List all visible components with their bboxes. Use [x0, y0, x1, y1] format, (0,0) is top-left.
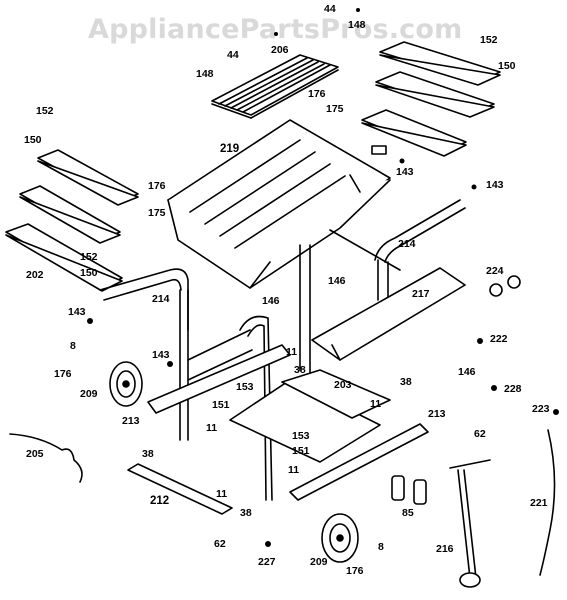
callout-8-left: 8 — [70, 340, 76, 352]
bottom-tray-203 — [229, 369, 391, 463]
firebox-219 — [167, 119, 391, 289]
wheel-209-right — [321, 513, 359, 563]
cart-frame-left — [99, 268, 273, 501]
hardware-bits — [87, 8, 559, 547]
callout-151-upper: 151 — [212, 399, 230, 411]
watermark: AppliancePartsPros.com — [88, 14, 463, 45]
callout-11-lower: 11 — [288, 464, 300, 476]
callout-209-right: 209 — [310, 556, 328, 568]
callout-153-upper: 153 — [236, 381, 254, 393]
callout-223: 223 — [532, 403, 550, 415]
callout-217: 217 — [412, 288, 430, 300]
callout-38-mid: 38 — [294, 364, 306, 376]
callout-62-base: 62 — [214, 538, 226, 550]
callout-213-right: 213 — [428, 408, 446, 420]
callout-153-lower: 153 — [292, 430, 310, 442]
callout-143-left: 143 — [68, 306, 86, 318]
callout-143-frame: 143 — [152, 349, 170, 361]
callout-152-right: 152 — [480, 34, 498, 46]
callout-175-left: 175 — [148, 207, 166, 219]
callout-203: 203 — [334, 379, 352, 391]
rings-224 — [489, 275, 521, 297]
callout-150-lower: 150 — [80, 267, 98, 279]
callout-219: 219 — [220, 143, 240, 155]
callout-146-right: 146 — [458, 366, 476, 378]
callout-44-left: 44 — [227, 49, 239, 61]
callout-224: 224 — [486, 265, 504, 277]
callout-206: 206 — [271, 44, 289, 56]
side-shelf-217 — [311, 267, 466, 361]
callout-11-right: 11 — [370, 398, 382, 410]
callout-202: 202 — [26, 269, 44, 281]
callout-214-left: 214 — [152, 293, 170, 305]
callout-62-right: 62 — [474, 428, 486, 440]
callout-214-right: 214 — [398, 238, 416, 250]
callout-38-base: 38 — [240, 507, 252, 519]
callout-209-left: 209 — [80, 388, 98, 400]
callout-11-base: 11 — [216, 488, 228, 500]
callout-152-lower: 152 — [80, 251, 98, 263]
igniter-wire-205 — [9, 433, 83, 483]
callout-227: 227 — [258, 556, 276, 568]
callout-11-mid: 11 — [286, 346, 298, 358]
callout-11-left: 11 — [206, 422, 218, 434]
callout-176-top: 176 — [308, 88, 326, 100]
callout-152-left: 152 — [36, 105, 54, 117]
callout-212: 212 — [150, 495, 170, 507]
callout-176-bottom: 176 — [346, 565, 364, 577]
callout-8-right: 8 — [378, 541, 384, 553]
callout-148-top: 148 — [348, 19, 366, 31]
callout-146-left: 146 — [262, 295, 280, 307]
callout-151-lower: 151 — [292, 445, 310, 457]
callout-205: 205 — [26, 448, 44, 460]
callout-38-left: 38 — [142, 448, 154, 460]
callout-150-left: 150 — [24, 134, 42, 146]
callout-150-right: 150 — [498, 60, 516, 72]
right-wood-slats — [361, 41, 501, 157]
callout-175-top: 175 — [326, 103, 344, 115]
callout-176-wheel: 176 — [54, 368, 72, 380]
wheel-209-left — [109, 361, 143, 407]
callout-222: 222 — [490, 333, 508, 345]
gas-hose-221 — [539, 429, 556, 576]
regulators-85 — [391, 475, 427, 505]
callout-228: 228 — [504, 383, 522, 395]
callout-213-left: 213 — [122, 415, 140, 427]
callout-44-top: 44 — [324, 3, 336, 15]
callout-143-right: 143 — [486, 179, 504, 191]
callout-176-left: 176 — [148, 180, 166, 192]
callout-38-right: 38 — [400, 376, 412, 388]
callout-221: 221 — [530, 497, 548, 509]
left-wood-slats — [5, 149, 139, 292]
lower-rails-213 — [147, 344, 429, 501]
callout-143-mid: 143 — [396, 166, 414, 178]
cooking-grate-206 — [211, 54, 339, 119]
callout-146-mid: 146 — [328, 275, 346, 287]
base-rail-212 — [127, 463, 233, 515]
cart-frame-right — [299, 199, 466, 373]
callout-148-left: 148 — [196, 68, 214, 80]
callout-216: 216 — [436, 543, 454, 555]
callout-85: 85 — [402, 507, 414, 519]
gas-control-216 — [449, 459, 491, 588]
